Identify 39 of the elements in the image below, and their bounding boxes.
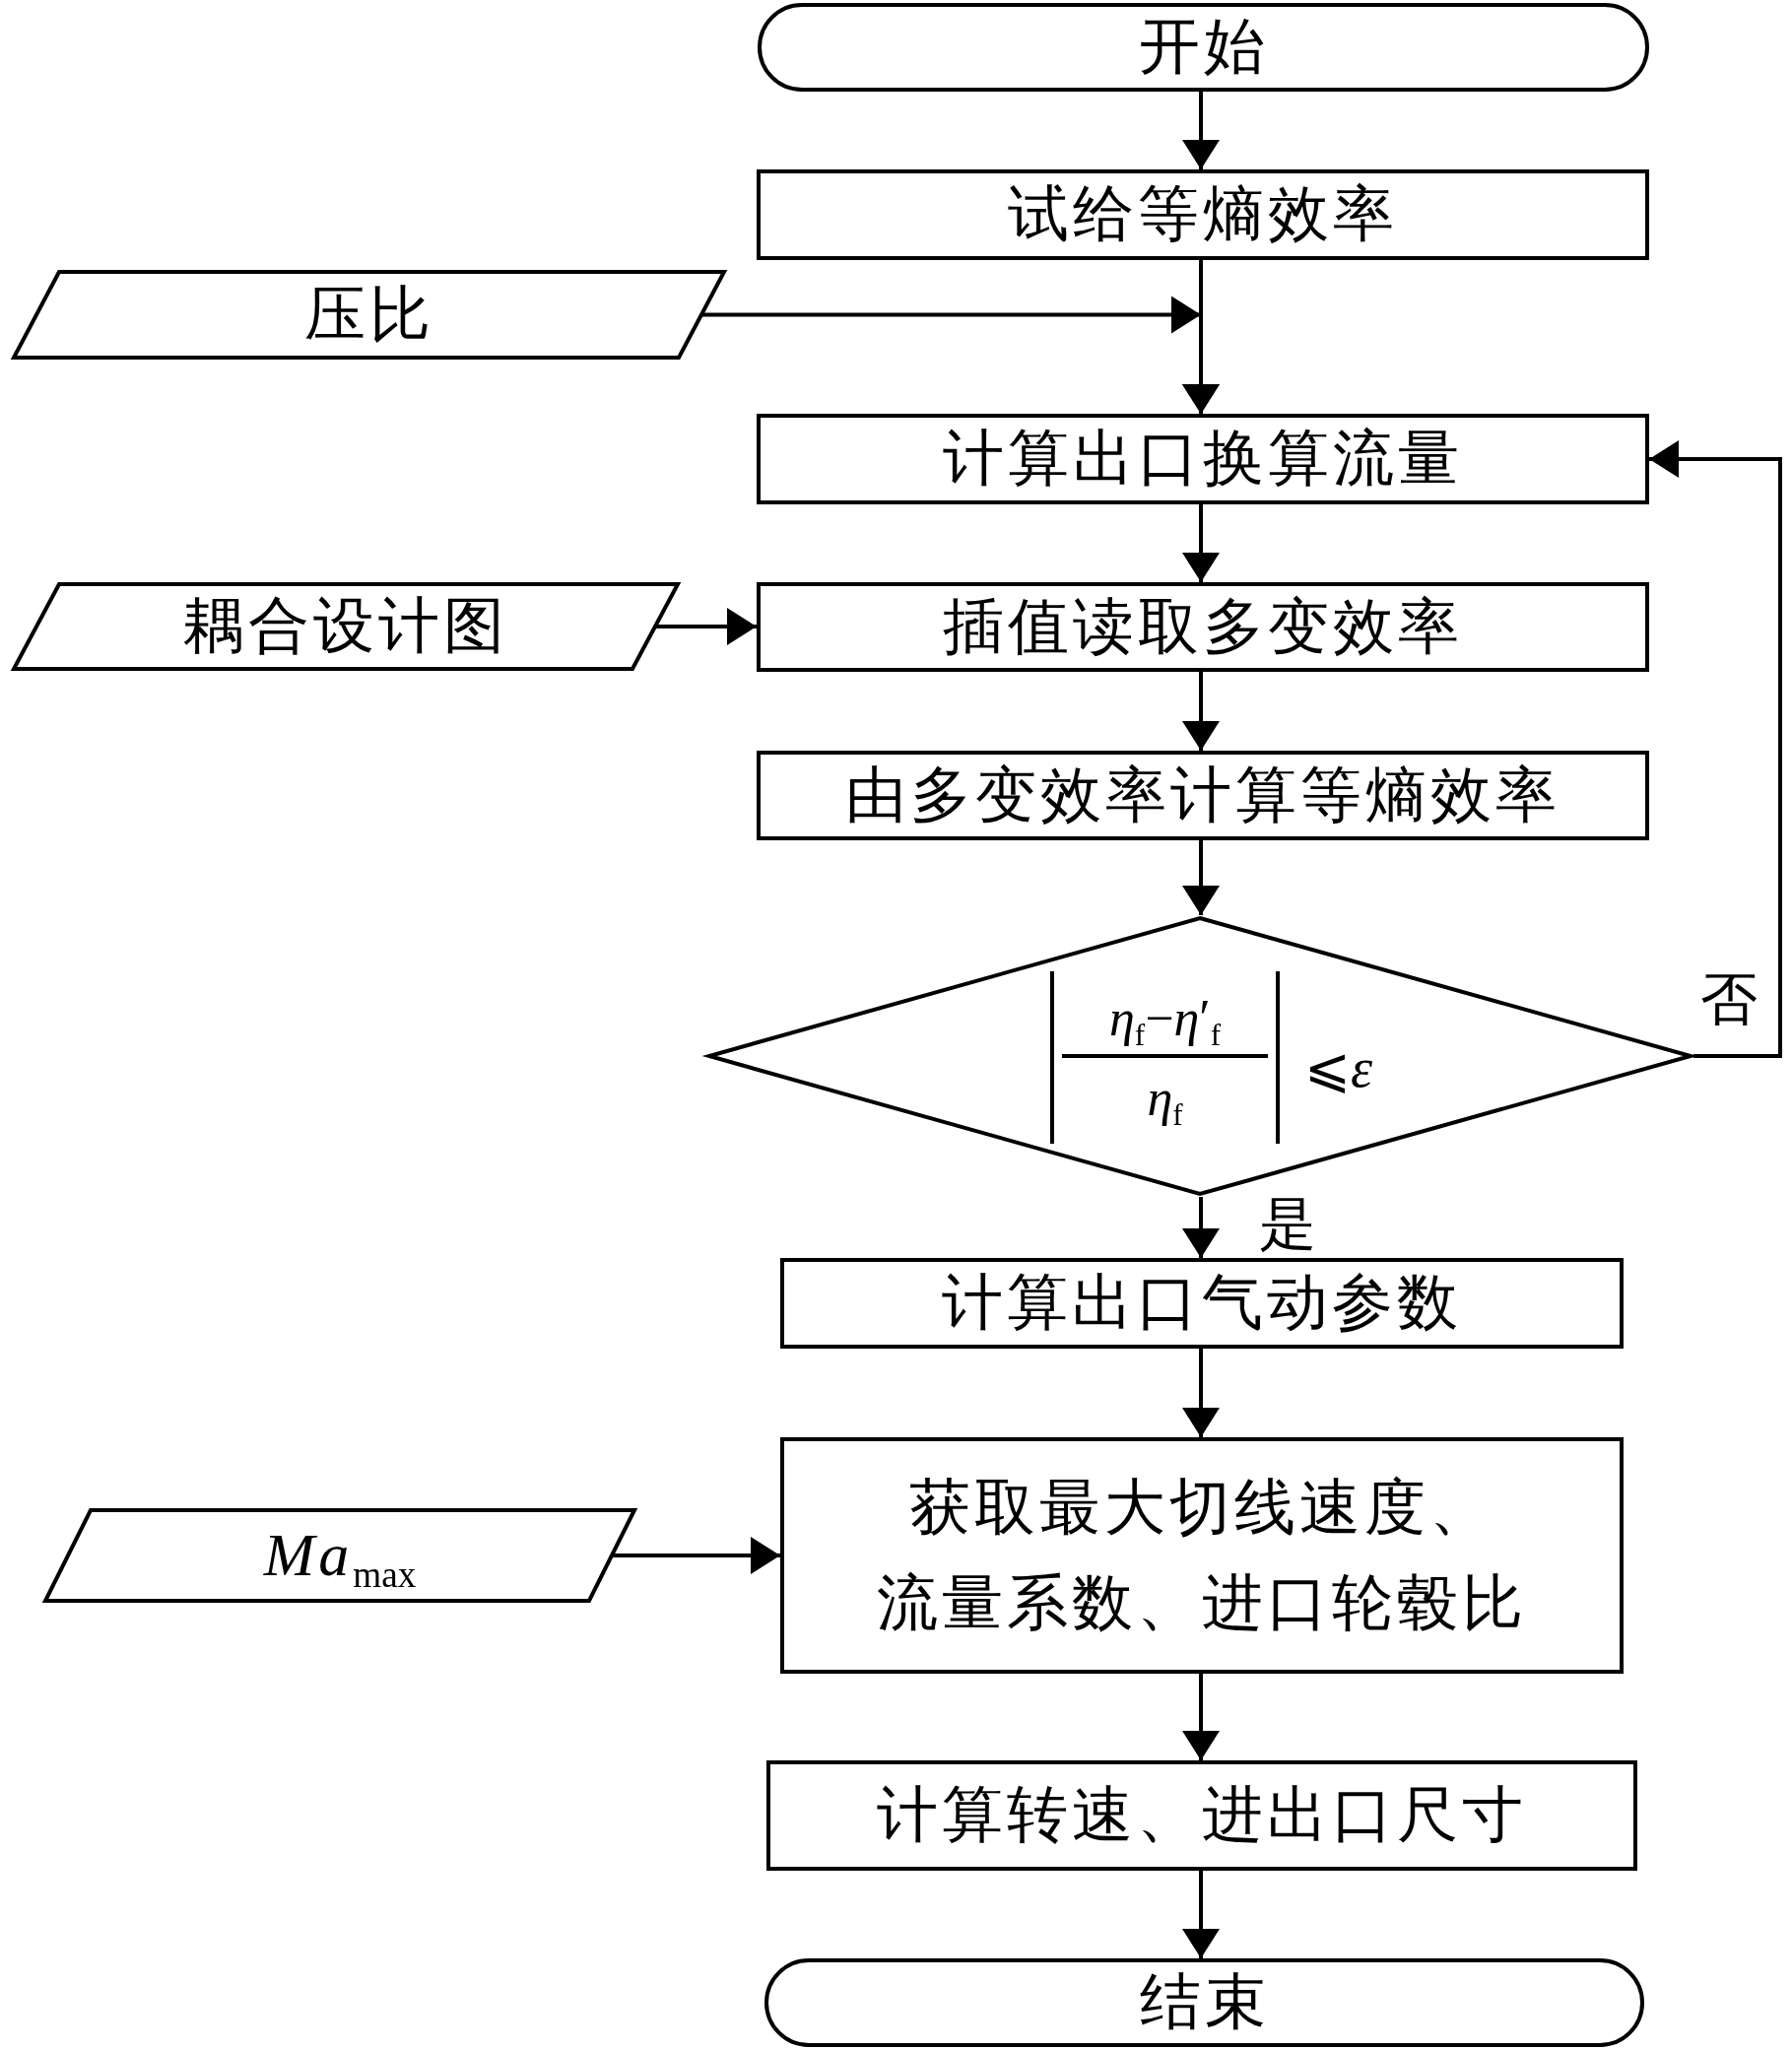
input-text: 压比 [303,279,434,350]
step-text: 插值读取多变效率 [943,591,1463,662]
step-text: 获取最大切线速度、流量系数、进口轮毂比 [876,1473,1528,1638]
arrow [1649,440,1782,1058]
arrow [1182,672,1220,751]
process-box [757,169,1649,260]
input-parallelogram [12,270,726,360]
edge-label: 否 [1700,971,1758,1028]
process-box [757,582,1649,672]
edge-label: 是 [1259,1196,1316,1253]
step-text: 计算出口换算流量 [943,424,1463,495]
formula-denominator: η$_{f}$ [1146,1069,1184,1133]
input-parallelogram [12,582,680,671]
step-text: 计算出口气动参数 [942,1268,1462,1339]
step-text: 由多变效率计算等熵效率 [845,760,1560,830]
input-text: 耦合设计图 [183,591,508,662]
arrow [1182,1674,1220,1760]
process-box [780,1258,1624,1349]
formula-relation: ⩽ε [1304,1036,1373,1100]
arrow [656,608,757,645]
arrow [1182,840,1220,915]
input-parallelogram [43,1508,636,1603]
formula-numerator: η$_{f}$−η′$_{f}$ [1107,989,1223,1053]
arrow [1182,504,1220,582]
arrow [1182,1197,1220,1258]
process-box [780,1437,1624,1674]
process-box [757,414,1649,504]
terminal-text: 开始 [1138,12,1269,83]
arrow [613,1537,780,1574]
arrow [1182,92,1220,169]
arrow [702,297,1220,414]
arrow [1182,1349,1220,1437]
step-text: 试给等熵效率 [1008,179,1398,250]
terminal-text: 结束 [1139,1967,1270,2038]
step-text: 计算转速、进出口尺寸 [877,1780,1527,1851]
input-text: Ma$_{max}$ [263,1520,417,1591]
process-box [757,751,1649,840]
process-box [766,1760,1637,1871]
arrow [1182,1871,1220,1958]
